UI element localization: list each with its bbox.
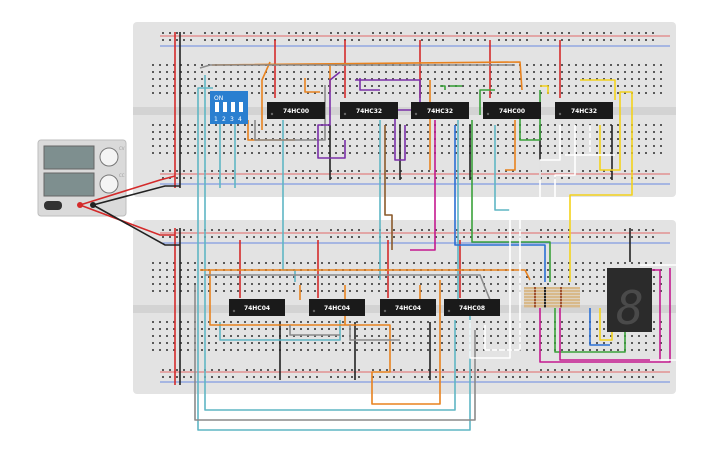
ic-u2[interactable]: 74HC32 (340, 102, 398, 119)
resistor-band (560, 287, 562, 290)
resistor-band (534, 287, 536, 290)
dip-switch[interactable]: ON 1 2 3 4 (210, 91, 248, 124)
resistor (524, 305, 580, 308)
dip-toggle-4[interactable] (239, 102, 243, 112)
ic-u2-label: 74HC32 (356, 108, 382, 115)
dip-toggle-1[interactable] (215, 102, 219, 112)
resistor-band (560, 290, 562, 293)
resistor-band (560, 293, 562, 296)
seven-segment-digit: 8 (616, 281, 644, 335)
dip-switch-on-label: ON (214, 95, 223, 102)
ic-u7-label: 74HC04 (324, 305, 350, 312)
resistor (524, 293, 580, 296)
resistor-band (534, 302, 536, 305)
resistor-band (560, 299, 562, 302)
resistor (524, 290, 580, 293)
resistor-band (534, 290, 536, 293)
chips-top: 74HC00 74HC32 74HC32 74HC00 74HC32 (267, 102, 613, 119)
ic-u6-label: 74HC04 (244, 305, 270, 312)
chips-bottom: 74HC04 74HC04 74HC04 74HC08 (229, 299, 500, 316)
ic-u9[interactable]: 74HC08 (444, 299, 500, 316)
dip-number-2: 2 (222, 116, 226, 123)
power-switch[interactable] (44, 201, 62, 210)
resistor-band (544, 305, 546, 308)
ic-u7[interactable]: 74HC04 (309, 299, 365, 316)
resistor-band (544, 290, 546, 293)
dip-number-4: 4 (238, 116, 242, 123)
current-display (43, 172, 95, 197)
resistor (524, 302, 580, 305)
knob-label-cv: CV (119, 146, 125, 151)
current-knob[interactable] (99, 174, 119, 194)
resistor-band (544, 302, 546, 305)
resistor-band (534, 299, 536, 302)
seven-segment-display: 8 (607, 268, 652, 335)
ic-u3-label: 74HC32 (427, 108, 453, 115)
ic-u8-label: 74HC04 (395, 305, 421, 312)
resistor (524, 296, 580, 299)
resistor-band (534, 296, 536, 299)
voltage-display (43, 145, 95, 170)
ic-u1[interactable]: 74HC00 (267, 102, 325, 119)
ic-u8[interactable]: 74HC04 (380, 299, 436, 316)
resistor-band (560, 296, 562, 299)
dip-toggle-3[interactable] (231, 102, 235, 112)
dip-number-3: 3 (230, 116, 234, 123)
ic-u6[interactable]: 74HC04 (229, 299, 285, 316)
resistor-band (534, 293, 536, 296)
ic-u1-label: 74HC00 (283, 108, 309, 115)
ic-u3[interactable]: 74HC32 (411, 102, 469, 119)
voltage-knob[interactable] (99, 147, 119, 167)
ic-u5-label: 74HC32 (571, 108, 597, 115)
resistor-band (544, 287, 546, 290)
resistor-band (534, 305, 536, 308)
resistor (524, 299, 580, 302)
ic-u9-label: 74HC08 (459, 305, 485, 312)
resistor-array (524, 287, 580, 308)
ic-u5[interactable]: 74HC32 (555, 102, 613, 119)
dip-number-1: 1 (214, 116, 218, 123)
resistor-band (560, 302, 562, 305)
resistor-band (560, 305, 562, 308)
dip-toggle-2[interactable] (223, 102, 227, 112)
ic-u4-label: 74HC00 (499, 108, 525, 115)
knob-label-cc: CC (119, 173, 125, 178)
resistor-band (544, 299, 546, 302)
resistor-band (544, 296, 546, 299)
resistor (524, 287, 580, 290)
resistor-band (544, 293, 546, 296)
ic-u4[interactable]: 74HC00 (483, 102, 541, 119)
